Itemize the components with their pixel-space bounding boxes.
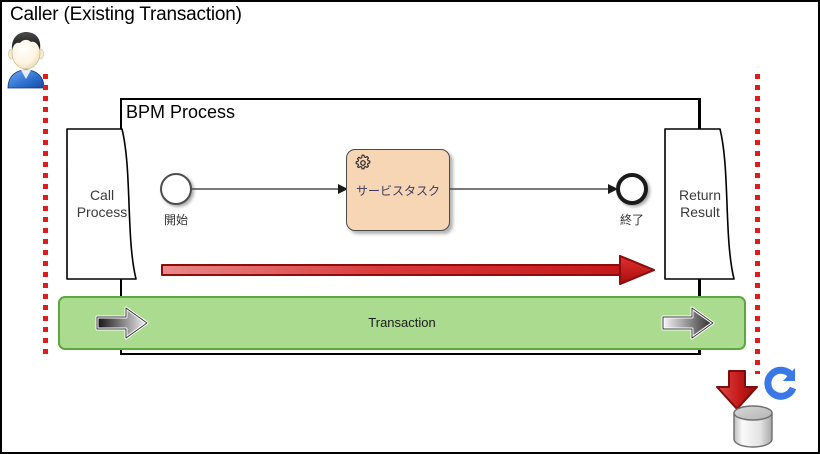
call-process-stub-top <box>120 98 122 130</box>
service-task-label: サービスタスク <box>355 184 440 198</box>
red-scope-arrow <box>160 254 656 286</box>
sequence-flow-arrow-icon <box>450 184 618 194</box>
refresh-arrow-glyph <box>764 366 797 400</box>
person-icon <box>7 32 45 89</box>
red-scope-arrow-icon <box>161 255 655 285</box>
service-task[interactable] <box>346 149 450 231</box>
end-event-label: 終了 <box>619 213 644 227</box>
return-lifeline <box>755 74 760 374</box>
caller-actor <box>4 30 48 90</box>
diagram-title: Caller (Existing Transaction) <box>10 4 242 25</box>
flow-start-to-task <box>192 182 348 196</box>
transaction-label: Transaction <box>368 315 436 330</box>
call-process-shape[interactable] <box>66 128 138 280</box>
call-process-label: Call Process <box>76 187 128 220</box>
call-process-outline <box>66 128 137 280</box>
start-event[interactable] <box>160 173 192 205</box>
return-result-stub-top <box>699 98 701 130</box>
return-result-outline <box>664 128 735 280</box>
gradient-arrow-right-icon <box>661 306 715 340</box>
transaction-arrow-right <box>660 305 716 341</box>
return-result-shape[interactable] <box>664 128 736 280</box>
start-event-label: 開始 <box>163 213 188 227</box>
database-cylinder-icon <box>730 403 776 449</box>
bpm-process-label: BPM Process <box>126 102 236 122</box>
return-result-label: Return Result <box>678 187 722 220</box>
transaction-band <box>58 296 746 350</box>
flow-task-to-end <box>450 182 618 196</box>
end-event[interactable] <box>616 173 648 205</box>
transaction-arrow-left <box>94 305 150 341</box>
gradient-arrow-right-icon <box>95 306 149 340</box>
caller-lifeline <box>43 74 48 359</box>
gear-icon <box>354 154 372 172</box>
red-down-arrow-icon <box>714 369 760 411</box>
red-down-arrow-glyph <box>716 370 758 410</box>
sequence-flow-arrow-icon <box>192 184 348 194</box>
gear-icon-glyph <box>355 154 371 170</box>
database-glyph <box>733 405 773 448</box>
blue-commit-refresh-icon <box>762 366 798 402</box>
